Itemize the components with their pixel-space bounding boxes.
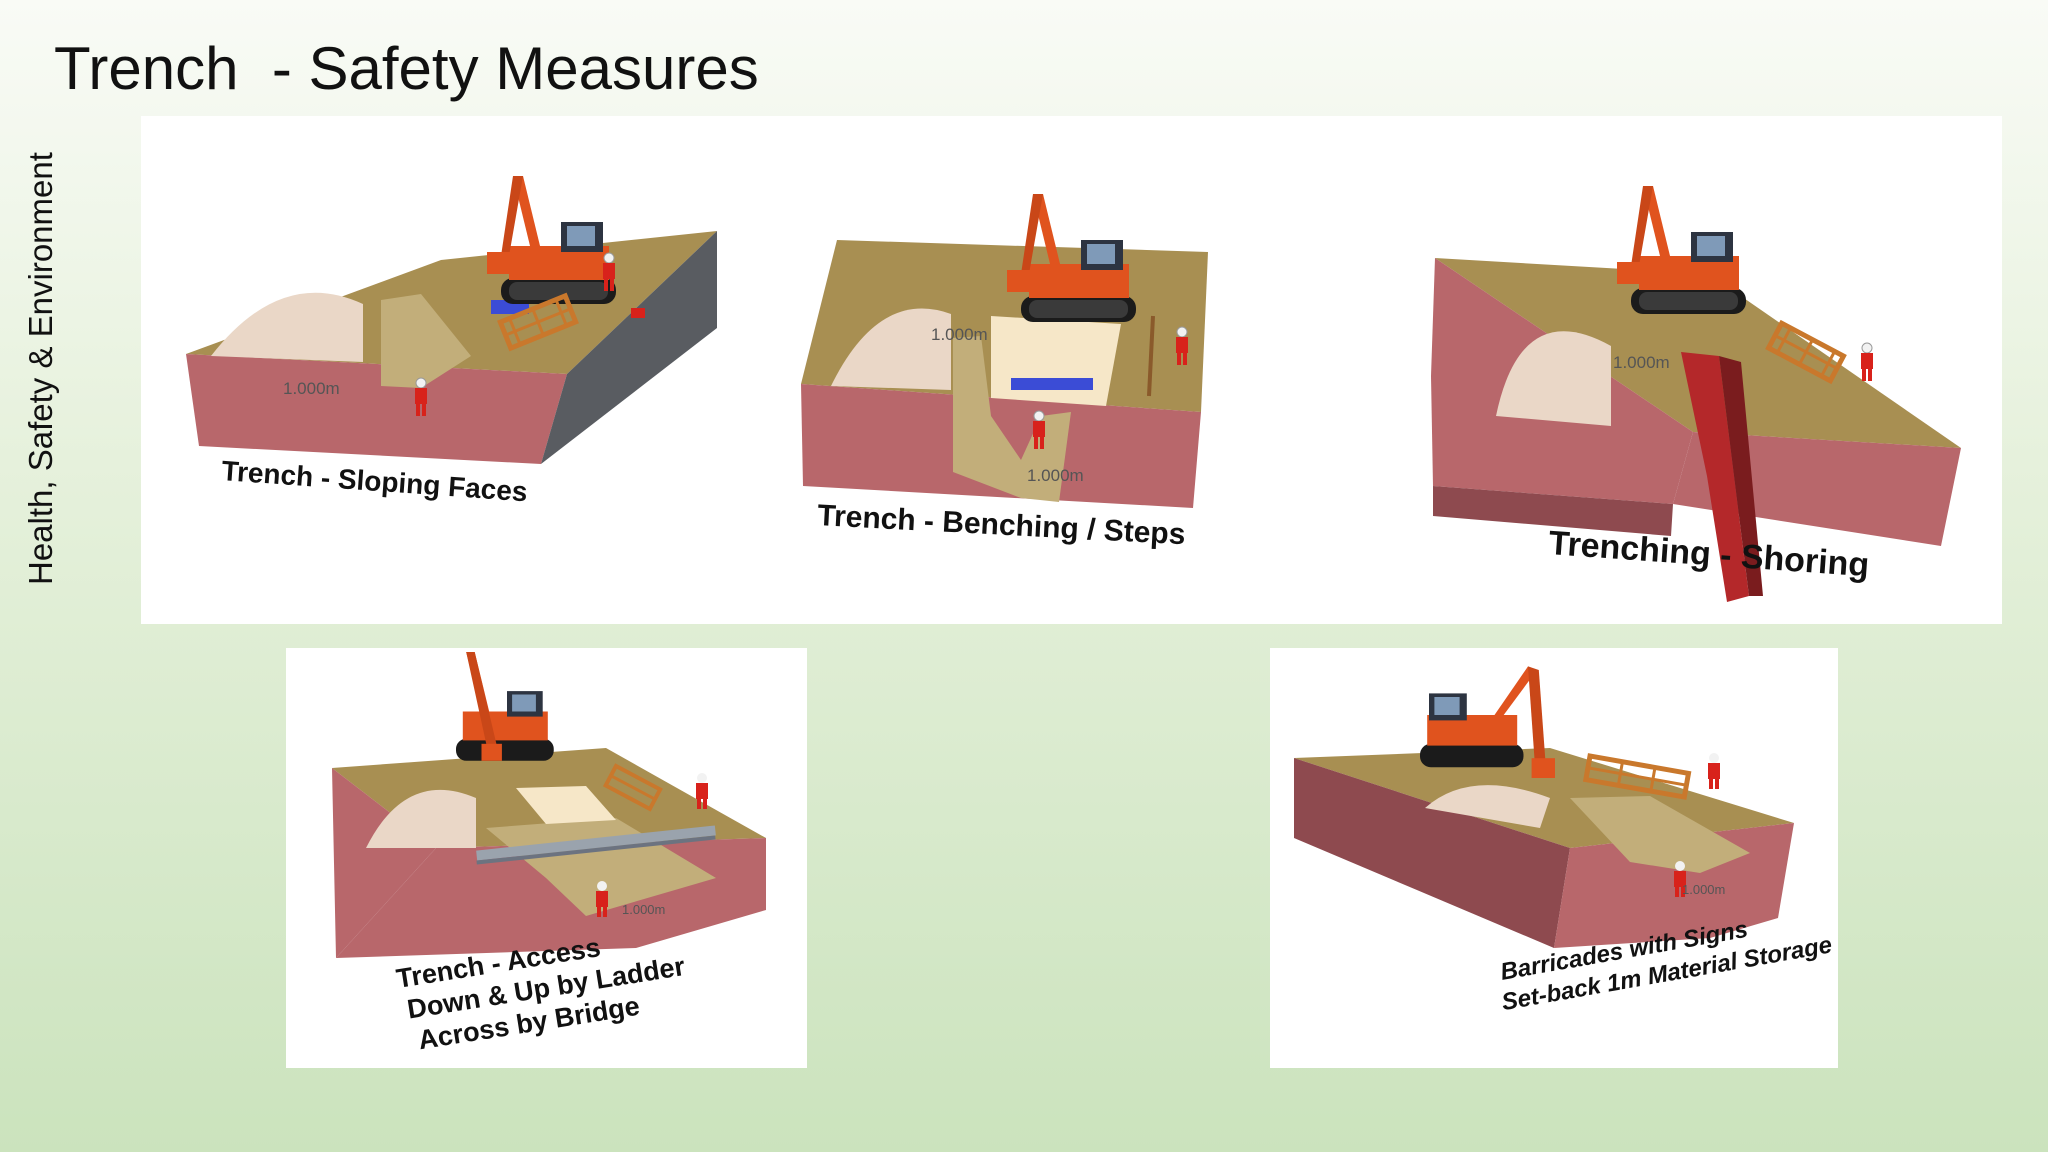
barricades-diagram-panel: 1.000m Barricades with Signs Set-back 1m… xyxy=(1270,648,1838,1068)
benching-dimension-bottom-label: 1.000m xyxy=(1027,466,1084,485)
sloping-dimension-label: 1.000m xyxy=(283,379,340,398)
slide-title: Trench - Safety Measures xyxy=(54,35,759,102)
sloping-faces-caption: Trench - Sloping Faces xyxy=(221,455,529,507)
barricades-barricade-icon xyxy=(1582,753,1692,800)
access-dimension-label: 1.000m xyxy=(622,902,665,917)
access-diagram-svg: 1.000m Trench - Access Down & Up by Ladd… xyxy=(332,652,766,1055)
barricades-worker-top-icon xyxy=(1708,753,1720,789)
barricades-dimension-label: 1.000m xyxy=(1682,882,1725,897)
barricades-diagram-svg: 1.000m Barricades with Signs Set-back 1m… xyxy=(1294,666,1834,1016)
barricades-excavator-icon xyxy=(1420,666,1555,778)
side-label: Health, Safety & Environment xyxy=(22,152,59,585)
access-excavator-icon xyxy=(456,652,554,761)
shoring-diagrams: 1.000m Trenching - Shoring xyxy=(1431,186,1961,602)
access-barricade-icon xyxy=(602,763,663,812)
shoring-caption: Trenching - Shoring xyxy=(1547,524,1870,584)
top-diagram-panel: 1.000m Trench - Sloping Faces 1.000m 1.0… xyxy=(141,116,2002,624)
sloping-faces-diagram: 1.000m Trench - Sloping Faces xyxy=(186,176,717,507)
benching-steps-caption: Trench - Benching / Steps xyxy=(817,499,1187,551)
access-worker-top-icon xyxy=(696,773,708,809)
benching-steps-diagram: 1.000m 1.000m Trench - Benching / Steps xyxy=(801,194,1208,551)
barricades-worker-trench-icon xyxy=(1674,861,1686,897)
access-worker-trench-icon xyxy=(596,881,608,917)
benching-dimension-top-label: 1.000m xyxy=(931,325,988,344)
shoring-dimension-label: 1.000m xyxy=(1613,353,1670,372)
access-diagram-panel: 1.000m Trench - Access Down & Up by Ladd… xyxy=(286,648,807,1068)
top-diagrams-svg: 1.000m Trench - Sloping Faces 1.000m 1.0… xyxy=(186,176,1961,602)
